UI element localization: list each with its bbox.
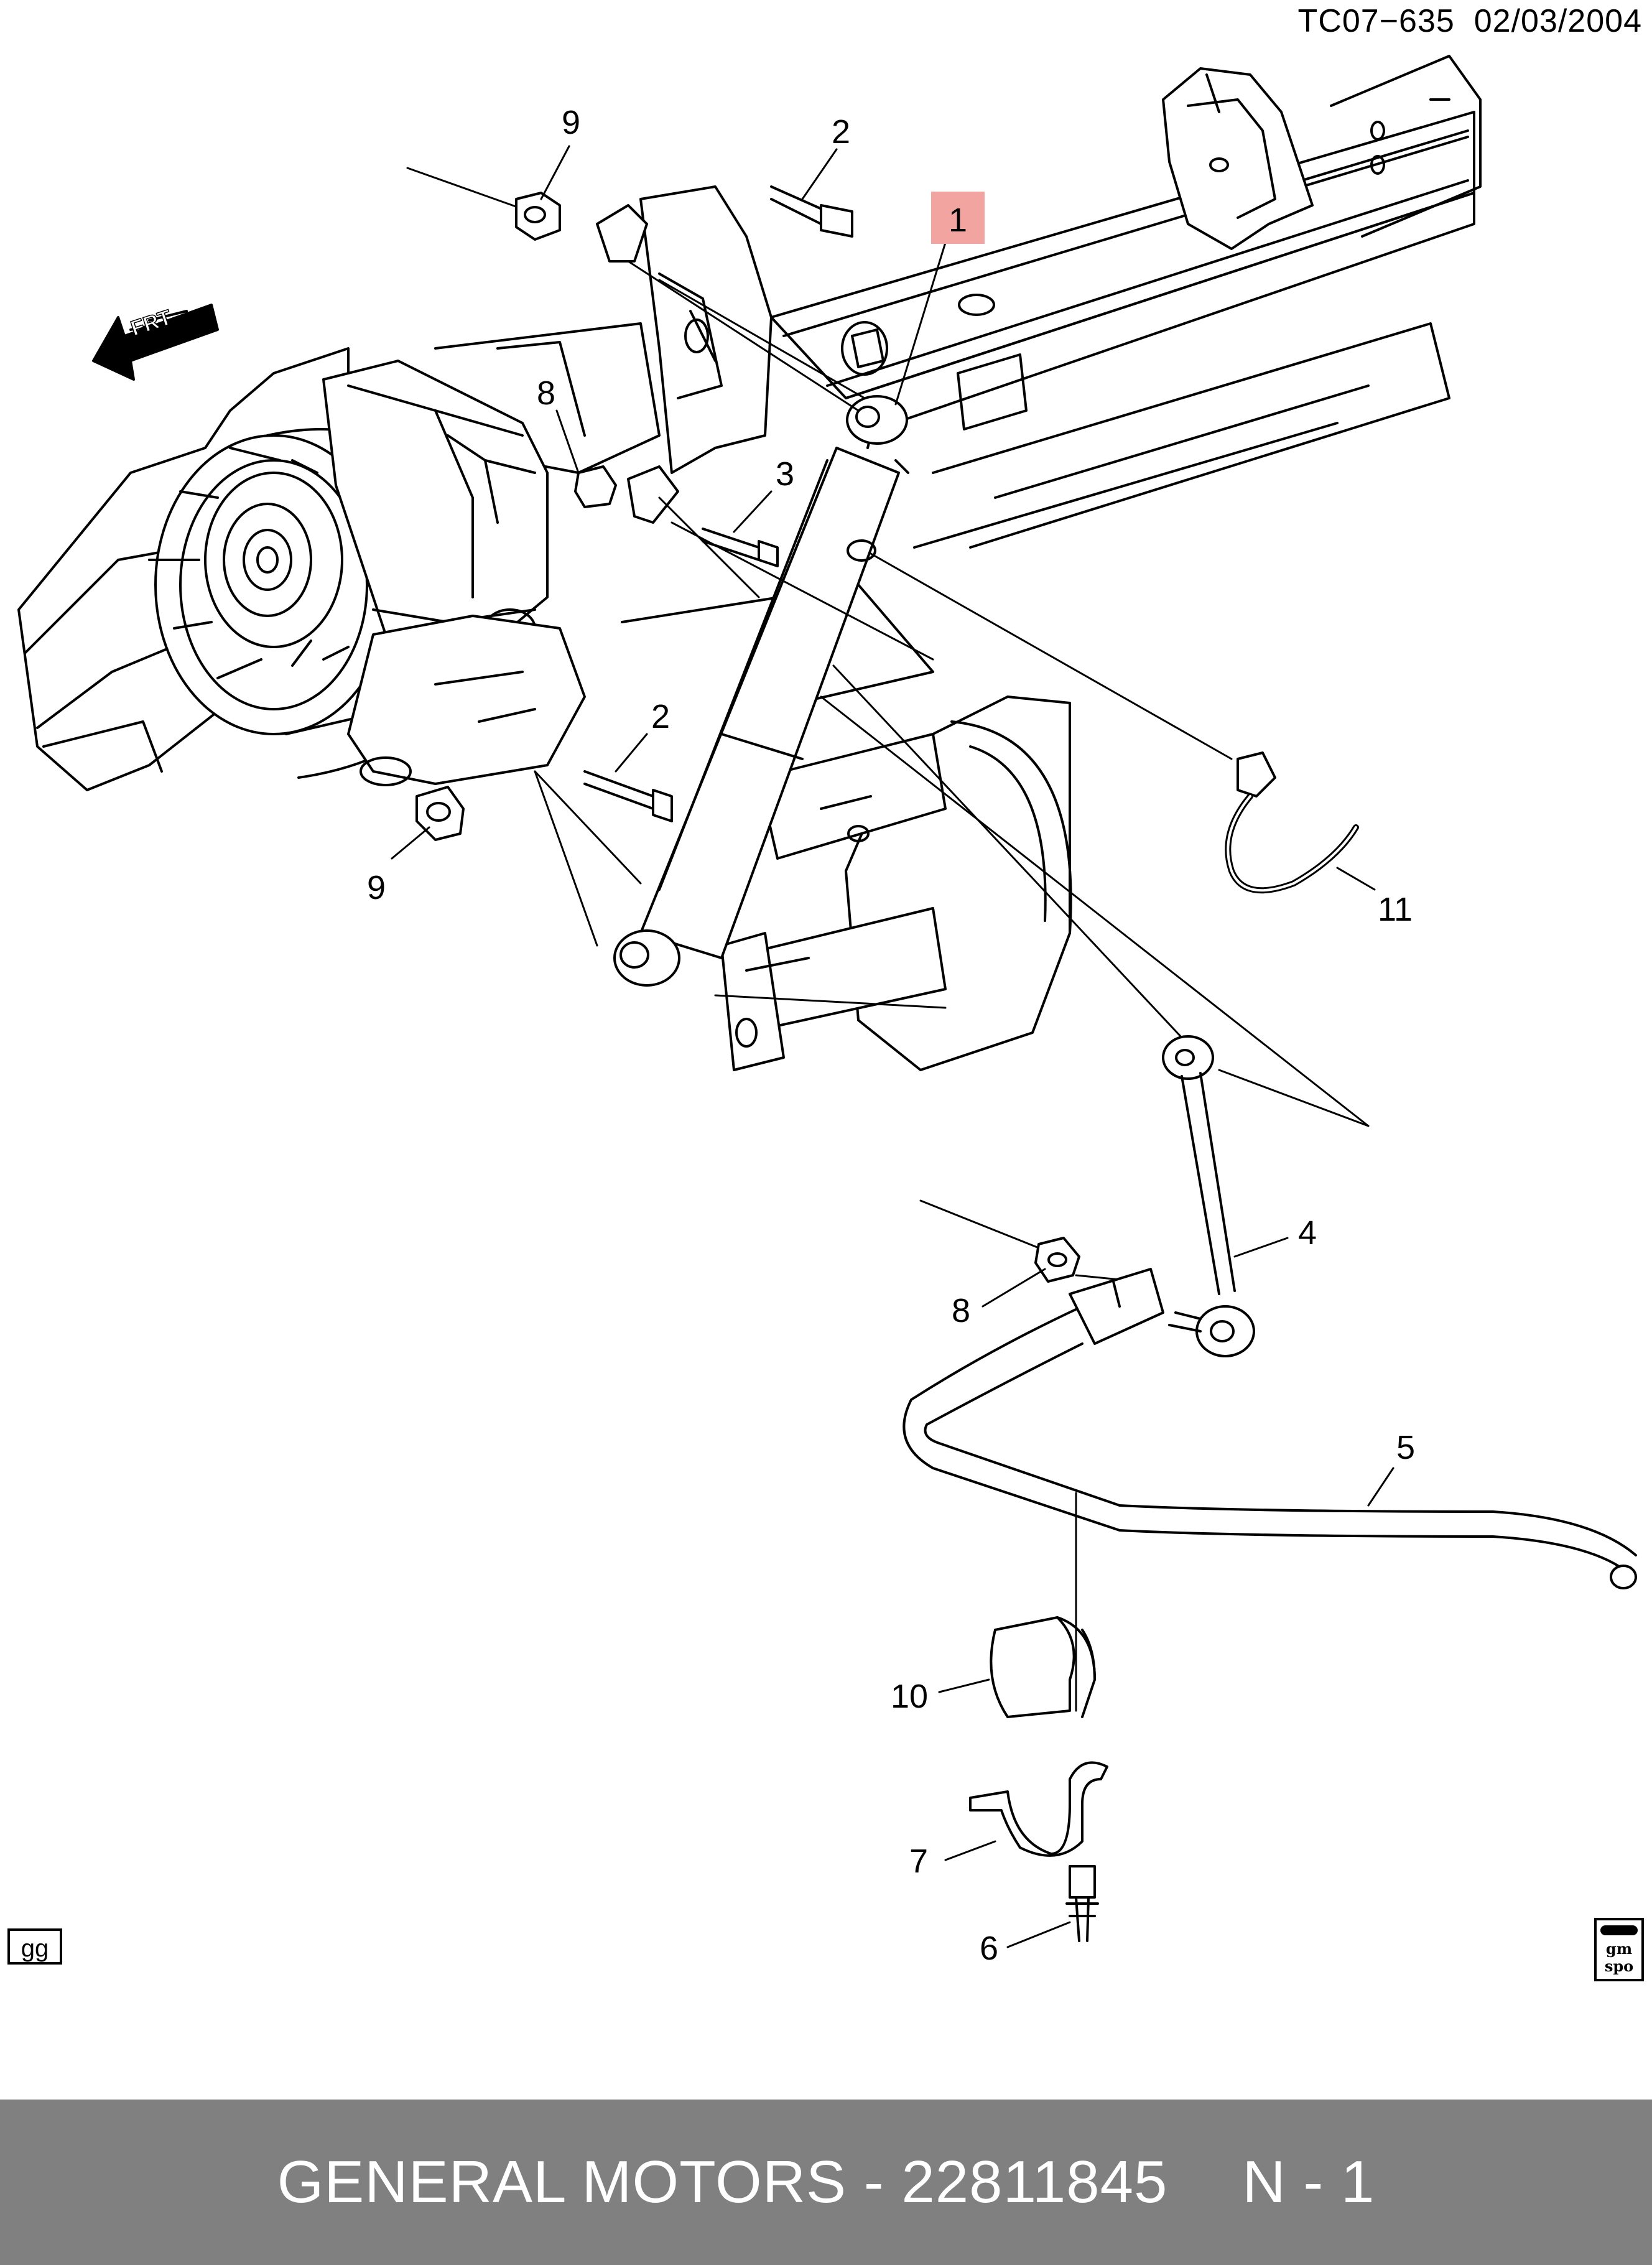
footer-bar: GENERAL MOTORS - 22811845 N - 1 bbox=[0, 2100, 1652, 2265]
callout-9-bottom: 9 bbox=[367, 869, 386, 906]
logo-bar bbox=[1600, 1925, 1638, 1935]
callout-2-bottom: 2 bbox=[651, 698, 670, 735]
alignment-lines bbox=[406, 167, 1370, 1712]
callout-8-bottom: 8 bbox=[952, 1292, 970, 1329]
upper-shock-mount bbox=[596, 185, 773, 524]
wheel-hub bbox=[148, 447, 350, 679]
brake-caliper bbox=[322, 360, 549, 648]
front-differential bbox=[720, 695, 1072, 1071]
stabilizer-bar bbox=[903, 1268, 1637, 1589]
logo-text: gm spo bbox=[1597, 1940, 1641, 1975]
footer-separator: - bbox=[863, 2149, 884, 2215]
diagram-date: 02/03/2004 bbox=[1473, 3, 1642, 39]
callout-9-top: 9 bbox=[562, 104, 580, 141]
callout-7: 7 bbox=[909, 1843, 928, 1880]
footer-caption: GENERAL MOTORS - 22811845 N - 1 bbox=[0, 2100, 1652, 2265]
footer-brand: GENERAL MOTORS bbox=[277, 2149, 847, 2215]
callout-1-highlight bbox=[931, 192, 985, 244]
callout-11: 11 bbox=[1378, 891, 1413, 928]
callout-leaders bbox=[391, 145, 1394, 1948]
front-arrow-icon bbox=[92, 304, 219, 381]
logo-text-line-2: spo bbox=[1604, 1957, 1634, 1975]
callout-1: 1 bbox=[949, 202, 967, 239]
diagram-reference-header: TC07−635 02/03/2004 bbox=[1182, 2, 1642, 40]
fasteners bbox=[415, 185, 1099, 1942]
callout-2-top: 2 bbox=[832, 113, 850, 151]
callout-5: 5 bbox=[1396, 1429, 1415, 1466]
corner-code-box: gg bbox=[7, 1928, 62, 1965]
footer-part-number: 22811845 bbox=[901, 2149, 1168, 2215]
callout-labels: 1 2 9 8 3 2 9 11 4 8 5 10 7 6 bbox=[367, 104, 1415, 1967]
wheel-speed-sensor bbox=[1225, 751, 1359, 894]
callout-6: 6 bbox=[980, 1930, 998, 1967]
logo-text-line-1: gm bbox=[1605, 1940, 1633, 1958]
steering-knuckle bbox=[347, 615, 586, 786]
diagram-code: TC07−635 bbox=[1297, 3, 1455, 39]
callout-3: 3 bbox=[776, 455, 794, 493]
exploded-parts-diagram: 1 2 9 8 3 2 9 11 4 8 5 10 7 6 FRT bbox=[17, 55, 1637, 1967]
callout-10: 10 bbox=[891, 1678, 928, 1715]
gm-spo-logo: gm spo bbox=[1594, 1918, 1644, 1981]
callout-8-top: 8 bbox=[537, 374, 555, 412]
frame-mount-bracket bbox=[1162, 55, 1482, 250]
stabilizer-bushing bbox=[990, 1616, 1096, 1718]
callout-4: 4 bbox=[1298, 1214, 1317, 1252]
stabilizer-link bbox=[1162, 1035, 1255, 1357]
footer-ref: N - 1 bbox=[1242, 2149, 1375, 2215]
shock-absorber bbox=[613, 395, 909, 987]
bushing-clamp bbox=[969, 1761, 1108, 1857]
